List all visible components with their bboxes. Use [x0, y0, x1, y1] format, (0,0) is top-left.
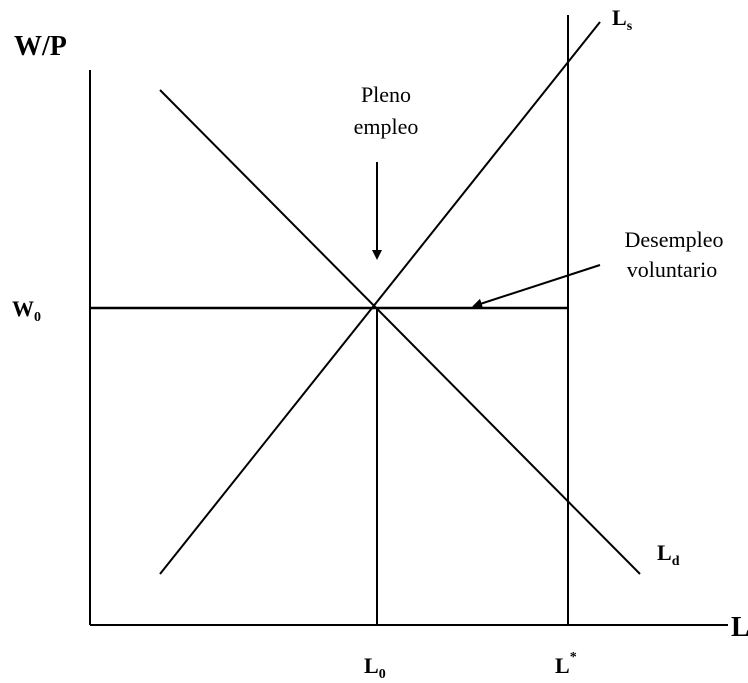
full-labor-label: L* [555, 650, 577, 678]
demand-curve-label: Ld [657, 540, 680, 569]
x-axis-label: L [731, 612, 748, 643]
supply-curve-label: Ls [612, 5, 633, 34]
eq-labor-label: L0 [364, 653, 386, 682]
wage-label: W0 [12, 296, 41, 325]
desempleo-label-line2: voluntario [627, 257, 717, 282]
desempleo-arrow [472, 264, 601, 309]
labor-demand-curve [159, 89, 641, 575]
desempleo-label: Desempleo [625, 227, 724, 252]
pleno-empleo-label-line2: empleo [354, 114, 419, 139]
y-axis-label: W/P [14, 31, 67, 62]
labor-supply-curve [159, 21, 601, 575]
pleno-empleo-label: Pleno [361, 82, 411, 107]
